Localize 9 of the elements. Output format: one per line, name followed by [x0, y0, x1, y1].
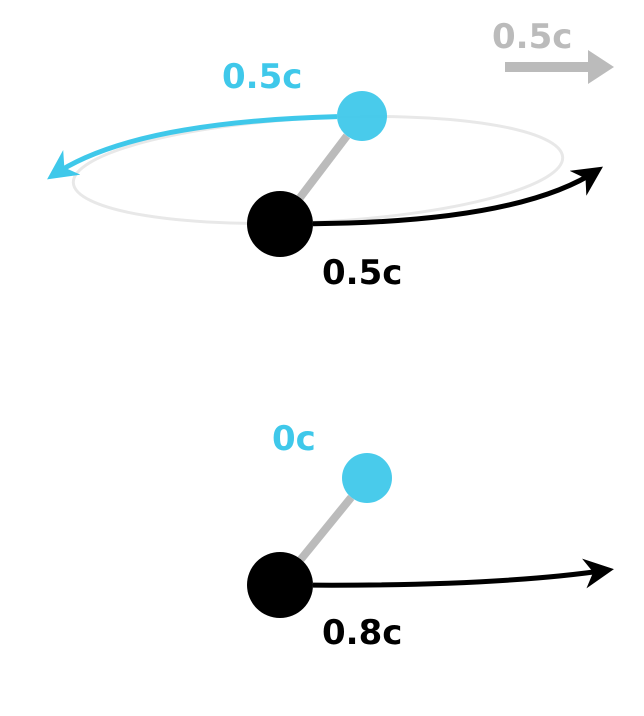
connecting-rod: [296, 134, 350, 200]
velocity-arrow: [312, 166, 604, 226]
ball: [337, 91, 387, 141]
speed-label: 0c: [272, 422, 316, 456]
ball: [342, 453, 392, 503]
velocity-arrow: [46, 114, 338, 180]
speed-label: 0.5c: [492, 20, 572, 54]
velocity-arrow: [313, 558, 614, 588]
connecting-rod: [298, 494, 354, 562]
